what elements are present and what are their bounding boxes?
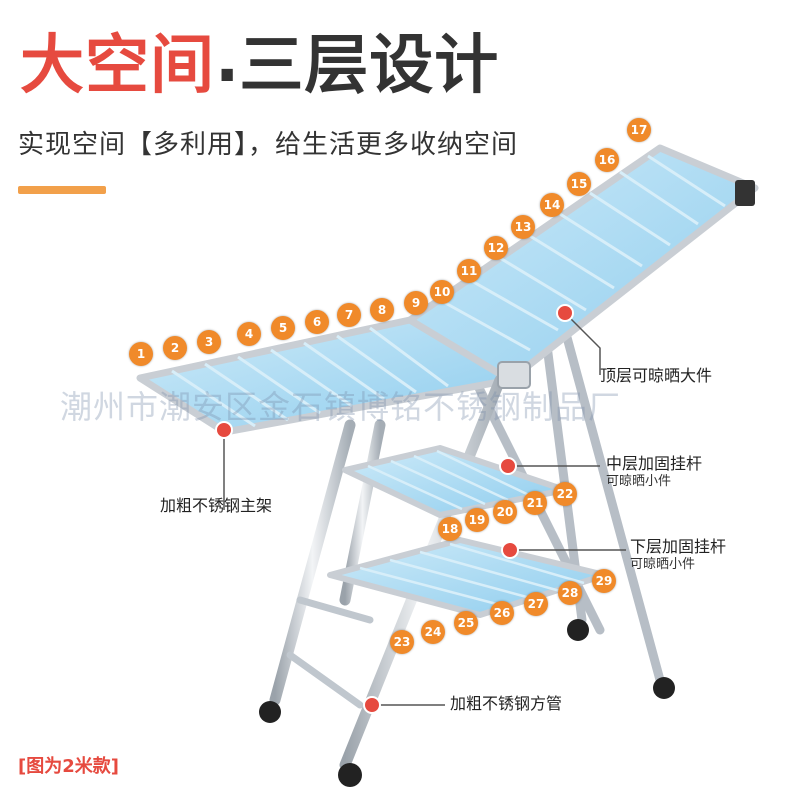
rod-number: 11 [457,259,481,283]
leg-crossbars [286,596,374,709]
rod-number: 8 [370,298,394,322]
callout-lower-main: 下层加固挂杆 [630,537,727,556]
callout-middle-layer: 中层加固挂杆 可晾晒小件 [606,454,703,490]
rod-number: 14 [540,193,564,217]
rod-number: 15 [567,172,591,196]
rod-number: 22 [553,482,577,506]
rod-number: 10 [430,280,454,304]
callout-top-layer: 顶层可晾晒大件 [600,366,713,385]
callout-main-frame: 加粗不锈钢主架 [160,496,273,515]
rod-number: 1 [129,342,153,366]
rod-number: 21 [523,491,547,515]
rod-number: 3 [197,330,221,354]
rod-number: 6 [305,310,329,334]
headline-dark: 三层设计 [239,29,500,103]
rod-number: 19 [465,508,489,532]
callout-square-tube: 加粗不锈钢方管 [450,694,563,713]
headline-dot: . [215,23,240,97]
rod-number: 26 [490,601,514,625]
headline: 大空间 . 三层设计 [20,20,499,103]
rod-number: 5 [271,316,295,340]
rod-number: 29 [592,569,616,593]
top-panel-right [406,144,759,384]
red-markers [215,304,574,714]
rod-number: 7 [337,303,361,327]
rod-number: 24 [421,620,445,644]
rod-number: 25 [454,611,478,635]
size-note: [图为2米款] [18,756,119,777]
rod-number: 16 [595,148,619,172]
rod-number: 28 [558,581,582,605]
callout-main-frame-text: 加粗不锈钢主架 [160,496,273,515]
rod-number: 13 [511,215,535,239]
watermark: 潮州市潮安区金石镇博铭不锈钢制品厂 [60,388,622,426]
wheels [259,619,675,787]
subtitle: 实现空间【多利用】，给生活更多收纳空间 [18,130,519,160]
headline-red: 大空间 [20,29,215,103]
callout-middle-main: 中层加固挂杆 [606,454,703,473]
rod-number: 27 [524,592,548,616]
rod-number: 18 [438,517,462,541]
leader-lines [223,312,626,706]
callout-lower-layer: 下层加固挂杆 可晾晒小件 [630,537,727,573]
callout-middle-sub: 可晾晒小件 [606,474,672,490]
rod-number: 23 [390,630,414,654]
rod-number: 2 [163,336,187,360]
callout-lower-sub: 可晾晒小件 [630,557,696,573]
callout-top-main: 顶层可晾晒大件 [600,366,713,385]
hinge [497,361,531,389]
accent-bar [18,186,106,194]
rod-number: 9 [404,291,428,315]
rod-number: 12 [484,236,508,260]
callout-tube-text: 加粗不锈钢方管 [450,694,563,713]
rod-number: 4 [237,322,261,346]
rod-number: 20 [493,500,517,524]
middle-shelf [342,445,568,518]
rod-number: 17 [627,118,651,142]
